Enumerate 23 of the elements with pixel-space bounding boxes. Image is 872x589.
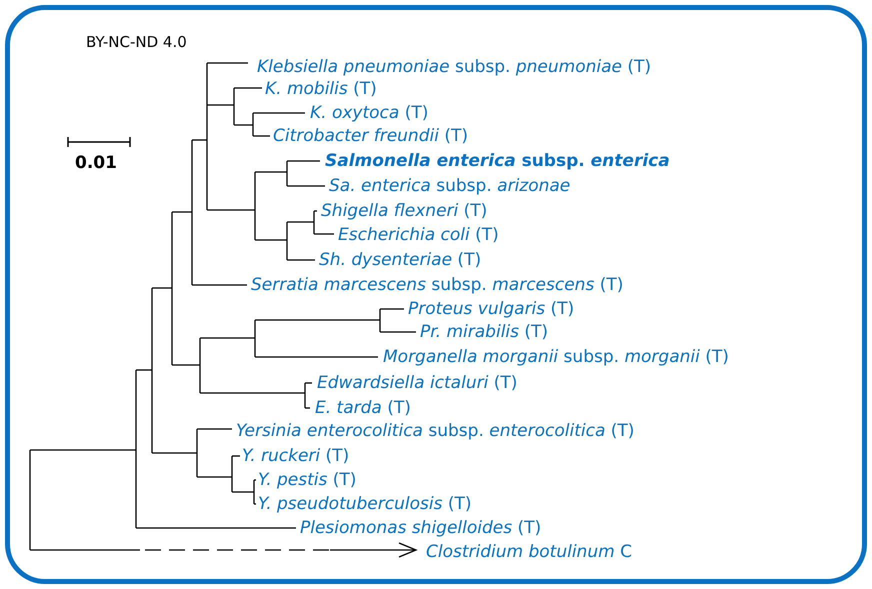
taxon-name: Morganella morganii subsp. morganii (T) [383,347,729,367]
taxon-name: Edwardsiella ictaluri (T) [317,373,518,393]
taxon-name: Y. pestis (T) [258,470,356,490]
taxon-name: Citrobacter freundii (T) [273,126,468,146]
taxon-name: Plesiomonas shigelloides (T) [300,518,542,538]
taxon-name: K. mobilis (T) [265,79,377,99]
taxon-name: Sh. dysenteriae (T) [319,250,482,270]
taxon-name: K. oxytoca (T) [310,103,428,123]
taxon-name: Yersinia enterocolitica subsp. enterocolitica (T) [236,421,634,441]
taxon-name: Sa. enterica subsp. arizonae [329,176,570,196]
taxon-name: E. tarda (T) [315,398,411,418]
taxon-name: Klebsiella pneumoniae subsp. pneumoniae (T) [257,57,652,77]
scale-value: 0.01 [75,154,117,172]
taxon-name: Salmonella enterica subsp. enterica [325,151,670,171]
taxon-name: Shigella flexneri (T) [321,201,488,221]
taxon-name: Escherichia coli (T) [338,225,499,245]
taxon-name: Y. pseudotuberculosis (T) [258,494,472,514]
taxon-name: Pr. mirabilis (T) [420,322,548,342]
taxon-name: Proteus vulgaris (T) [408,299,574,319]
taxon-name: Clostridium botulinum C [426,542,632,562]
taxon-name: Serratia marcescens subsp. marcescens (T) [251,275,624,295]
license-text: BY-NC-ND 4.0 [86,33,187,51]
taxon-name: Y. ruckeri (T) [242,446,350,466]
